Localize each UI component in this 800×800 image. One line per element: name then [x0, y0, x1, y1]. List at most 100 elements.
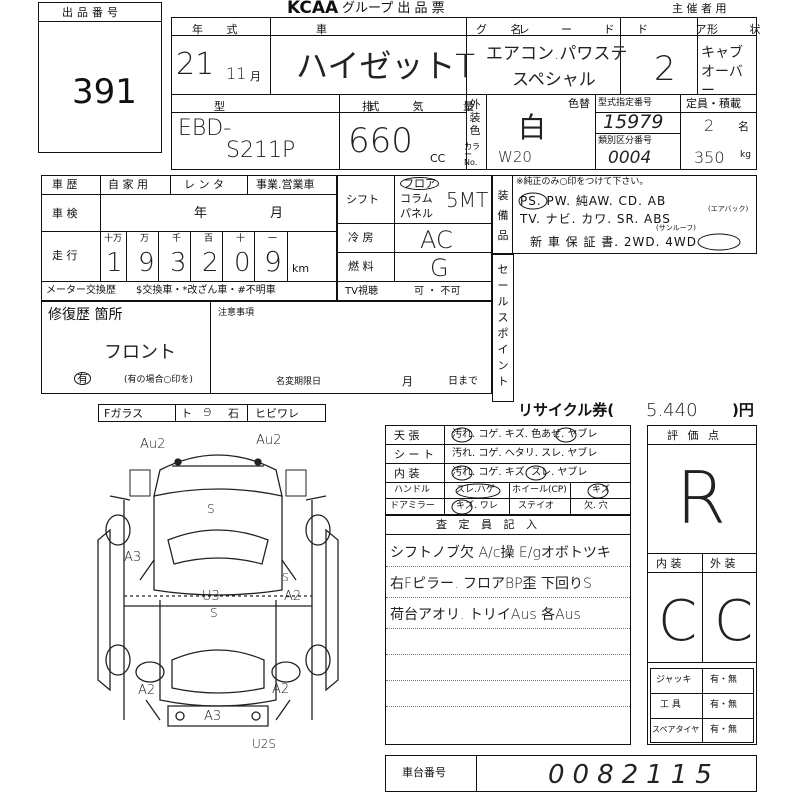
category-value: 0004 [608, 148, 652, 168]
history-rental: レ ン タ [184, 178, 224, 191]
equipment-line1: PS. PW. 純AW. CD. AB [520, 194, 667, 208]
sales-point-box [492, 254, 514, 402]
shape-value: キャブオーバー [701, 45, 743, 99]
tool-label: 工 具 [660, 700, 681, 710]
check-stay-value: 欠. 穴 [584, 501, 608, 511]
notes-label: 注意事項 [218, 308, 255, 318]
check-ceiling-label: 天 張 [394, 429, 420, 442]
name-label: 車 名 [316, 23, 612, 36]
inspection-year: 年 [194, 206, 208, 221]
glass-row [98, 404, 326, 422]
inspector-line1: シフトノブ欠 A/c操 E/gオボトツキ [390, 545, 611, 561]
check-wheel-label: ホイール(CP) [512, 485, 567, 495]
glass-to: ト [181, 407, 192, 420]
mileage-label: 走 行 [52, 249, 78, 262]
diagram-mark: S [282, 571, 289, 584]
spare-value: 有・無 [710, 725, 738, 735]
chassis-label: 車台番号 [402, 766, 446, 779]
name-change-label: 名変期限日 [276, 377, 322, 387]
check-ceiling-options: 汚れ. コゲ. キズ. 色あせ. ヤブレ [452, 429, 598, 440]
recycle-value: 5.440 [646, 400, 698, 421]
history-table [41, 175, 337, 301]
check-handle-label: ハンドル [394, 485, 431, 495]
capacity-label: 定員・積載 [686, 97, 741, 110]
jack-label: ジャッキ [656, 675, 692, 685]
load-value: 350 [694, 148, 725, 167]
diagram-mark: U3 [202, 589, 220, 604]
type-designation-value: 15979 [603, 111, 664, 133]
diagram-mark: A2 [138, 683, 156, 698]
capacity-value: 2 [704, 116, 715, 135]
chassis-box [385, 755, 757, 792]
vehicle-table [171, 17, 757, 170]
diagram-mark: S [210, 606, 218, 620]
diagram-mark: S [207, 502, 215, 516]
digit-header-100: 百 [204, 234, 214, 244]
displacement-unit: CC [430, 152, 446, 165]
digit-header-100k: 十万 [104, 234, 123, 244]
recycle-label: リサイクル券( [518, 401, 615, 419]
diagram-mark: A3 [204, 709, 222, 724]
organizer-label: 主 催 者 用 [672, 2, 727, 15]
tv-label: TV視聴 [345, 286, 378, 297]
lot-number: 391 [72, 72, 137, 112]
exterior-rating: C [714, 589, 754, 654]
check-wheel-value: キズ [592, 485, 611, 495]
check-mirror-options: キズ. ワレ [456, 501, 498, 511]
chassis-number: 0082115 [548, 760, 720, 790]
model-line1: EBD- [178, 116, 232, 141]
shift-floor-circled: フロア [400, 177, 439, 190]
jack-value: 有・無 [710, 675, 738, 685]
kcaa-logo: KCAA [287, 0, 339, 18]
check-seat-label: シ ー ト [394, 448, 434, 461]
year-label: 年 式 [192, 23, 248, 36]
check-interior-label: 内 装 [394, 467, 420, 480]
meter-exchange-label: メーター交換歴 [46, 285, 116, 296]
history-private: 自 家 用 [108, 178, 148, 191]
displacement-value: 660 [348, 121, 413, 161]
spare-label: スペアタイヤ [652, 725, 700, 734]
digit-header-1: 一 [268, 234, 278, 244]
mileage-digit: 0 [234, 248, 251, 278]
recycle-suffix: )円 [732, 401, 754, 419]
doors-value: 2 [654, 49, 676, 89]
shape-label: 形 状 [707, 23, 775, 36]
history-commercial: 事業.営業車 [256, 178, 315, 191]
color-no-label: カラーNo. [464, 142, 480, 167]
check-seat-options: 汚れ. コゲ. ヘタリ. スレ. ヤブレ [452, 448, 598, 459]
inspection-month: 月 [270, 206, 284, 221]
grade-label: グ レ ー ド [476, 23, 629, 36]
lot-box [38, 2, 162, 153]
check-handle-options: スレ.ハゲ [456, 485, 495, 495]
interior-rating: C [658, 589, 698, 654]
diagram-mark: A3 [124, 550, 142, 565]
specs-table [337, 175, 492, 301]
mileage-digit: 9 [264, 245, 282, 278]
history-label: 車 歴 [52, 178, 78, 191]
month-value: 11 [226, 64, 247, 83]
mileage-digit: 2 [202, 248, 219, 278]
shift-option-panel: パネル [400, 207, 433, 220]
diagram-mark: U2S [252, 737, 277, 751]
diagram-mark: A2 [284, 589, 302, 604]
color-value: 白 [518, 111, 547, 144]
tv-options: 可 ・ 不可 [414, 286, 461, 297]
shift-option-floor: フロア [400, 177, 439, 190]
color-no-value: W20 [498, 148, 532, 166]
model-label: 型 式 [214, 100, 450, 113]
aircon-label: 冷 房 [348, 231, 374, 244]
sales-point-label: セールスポイント [497, 263, 509, 388]
sunroof-note: (サンルーフ) [656, 224, 697, 232]
digit-header-10: 十 [236, 234, 246, 244]
shift-value: 5MT [446, 188, 489, 212]
meter-options: $交換車・*改ざん車・#不明車 [136, 285, 276, 296]
check-stay-label: ステイオ [518, 501, 555, 511]
shift-option-column: コラム [400, 192, 433, 205]
year-value: 21 [176, 47, 215, 82]
displacement-label: 排 気 量 [362, 100, 492, 113]
capacity-unit: 名 [738, 120, 749, 133]
name-change-month: 月 [402, 375, 413, 388]
repair-has-note: (有の場合○印を) [124, 375, 193, 385]
grade-line2: スペシャル [512, 70, 596, 90]
tool-value: 有・無 [710, 700, 738, 710]
